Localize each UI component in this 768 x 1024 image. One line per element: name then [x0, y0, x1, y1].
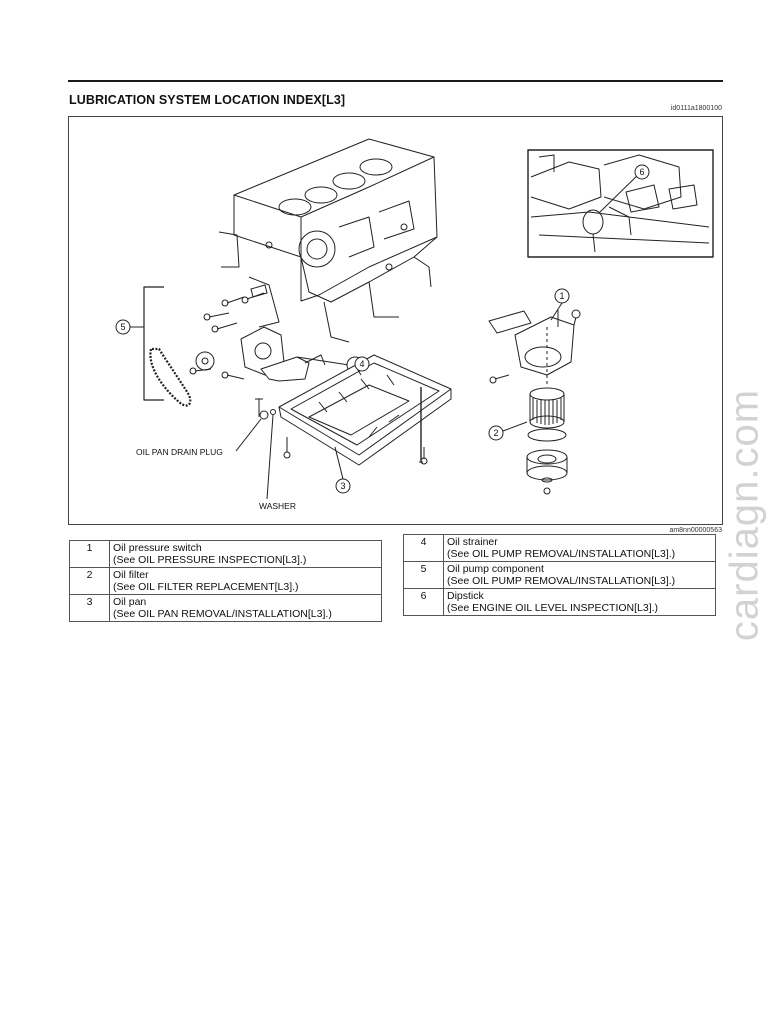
legend-description: Dipstick (See ENGINE OIL LEVEL INSPECTIO…	[443, 588, 716, 616]
legend-description: Oil pressure switch (See OIL PRESSURE IN…	[109, 540, 382, 568]
callout-2-circle	[488, 425, 504, 441]
oil-pump-drawing	[189, 284, 285, 380]
legend-number: 2	[69, 567, 110, 595]
legend-part-name: Oil pump component	[447, 563, 544, 575]
legend-row: 6 Dipstick (See ENGINE OIL LEVEL INSPECT…	[403, 588, 716, 616]
oil-filter-housing-drawing	[488, 309, 581, 384]
legend-number: 1	[69, 540, 110, 568]
legend-row: 5 Oil pump component (See OIL PUMP REMOV…	[403, 561, 716, 589]
callout-6-number: 6	[639, 167, 644, 177]
legend-part-name: Oil strainer	[447, 536, 498, 548]
engine-block-drawing	[218, 138, 438, 343]
callout-1-circle	[554, 288, 570, 304]
dipstick-inset-frame	[527, 149, 714, 258]
page-title: LUBRICATION SYSTEM LOCATION INDEX[L3]	[69, 93, 346, 107]
callout-4-number: 4	[359, 359, 364, 369]
callout-5-number: 5	[120, 322, 125, 332]
legend-part-name: Oil pan	[113, 596, 147, 608]
legend-description: Oil filter (See OIL FILTER REPLACEMENT[L…	[109, 567, 382, 595]
legend-reference-link[interactable]: (See OIL FILTER REPLACEMENT[L3].)	[113, 581, 299, 593]
legend-description: Oil pump component (See OIL PUMP REMOVAL…	[443, 561, 716, 589]
lubrication-system-illustration: 1 2 3 4 5 6 OIL PAN DRAIN PLUG WASHER	[68, 116, 723, 525]
legend-reference-link[interactable]: (See OIL PAN REMOVAL/INSTALLATION[L3].)	[113, 608, 332, 620]
legend-reference-link[interactable]: (See OIL PRESSURE INSPECTION[L3].)	[113, 554, 307, 566]
legend-reference-link[interactable]: (See OIL PUMP REMOVAL/INSTALLATION[L3].)	[447, 548, 676, 560]
legend-table-right: 4 Oil strainer (See OIL PUMP REMOVAL/INS…	[403, 534, 716, 616]
callout-2-number: 2	[493, 428, 498, 438]
figure-id: am8nn00000563	[669, 527, 722, 534]
legend-part-name: Dipstick	[447, 590, 484, 602]
legend-number: 6	[403, 588, 444, 616]
document-id: id0111a1800100	[670, 105, 722, 112]
legend-part-name: Oil filter	[113, 569, 149, 581]
header-rule	[68, 80, 723, 82]
drain-plug-drawing	[235, 409, 276, 500]
legend-part-name: Oil pressure switch	[113, 542, 202, 554]
callout-6-circle	[634, 164, 650, 180]
exploded-view-drawing: 1 2 3 4 5 6 OIL PAN DRAIN PLUG WASHER	[115, 138, 714, 511]
oil-pump-chain-drawing	[149, 347, 215, 407]
callout-4-circle	[354, 356, 370, 372]
callout-1-number: 1	[559, 291, 564, 301]
legend-row: 1 Oil pressure switch (See OIL PRESSURE …	[69, 540, 382, 568]
washer-label: WASHER	[259, 501, 296, 511]
oil-pan-drawing	[255, 354, 452, 466]
legend-table-left: 1 Oil pressure switch (See OIL PRESSURE …	[69, 540, 382, 622]
drain-plug-label: OIL PAN DRAIN PLUG	[136, 447, 223, 457]
legend-number: 5	[403, 561, 444, 589]
legend-reference-link[interactable]: (See OIL PUMP REMOVAL/INSTALLATION[L3].)	[447, 575, 676, 587]
legend-description: Oil strainer (See OIL PUMP REMOVAL/INSTA…	[443, 534, 716, 562]
callout-3-circle	[335, 478, 351, 494]
watermark-text: cardiagn.com	[722, 388, 767, 642]
legend-row: 2 Oil filter (See OIL FILTER REPLACEMENT…	[69, 567, 382, 595]
legend-description: Oil pan (See OIL PAN REMOVAL/INSTALLATIO…	[109, 594, 382, 622]
legend-reference-link[interactable]: (See ENGINE OIL LEVEL INSPECTION[L3].)	[447, 602, 659, 614]
callout-5-circle	[115, 319, 131, 335]
legend-row: 4 Oil strainer (See OIL PUMP REMOVAL/INS…	[403, 534, 716, 562]
callout-circles: 1 2 3 4 5 6	[115, 164, 650, 494]
callout-3-number: 3	[340, 481, 345, 491]
oil-filter-drawing	[526, 327, 568, 495]
legend-number: 3	[69, 594, 110, 622]
legend-row: 3 Oil pan (See OIL PAN REMOVAL/INSTALLAT…	[69, 594, 382, 622]
legend-number: 4	[403, 534, 444, 562]
